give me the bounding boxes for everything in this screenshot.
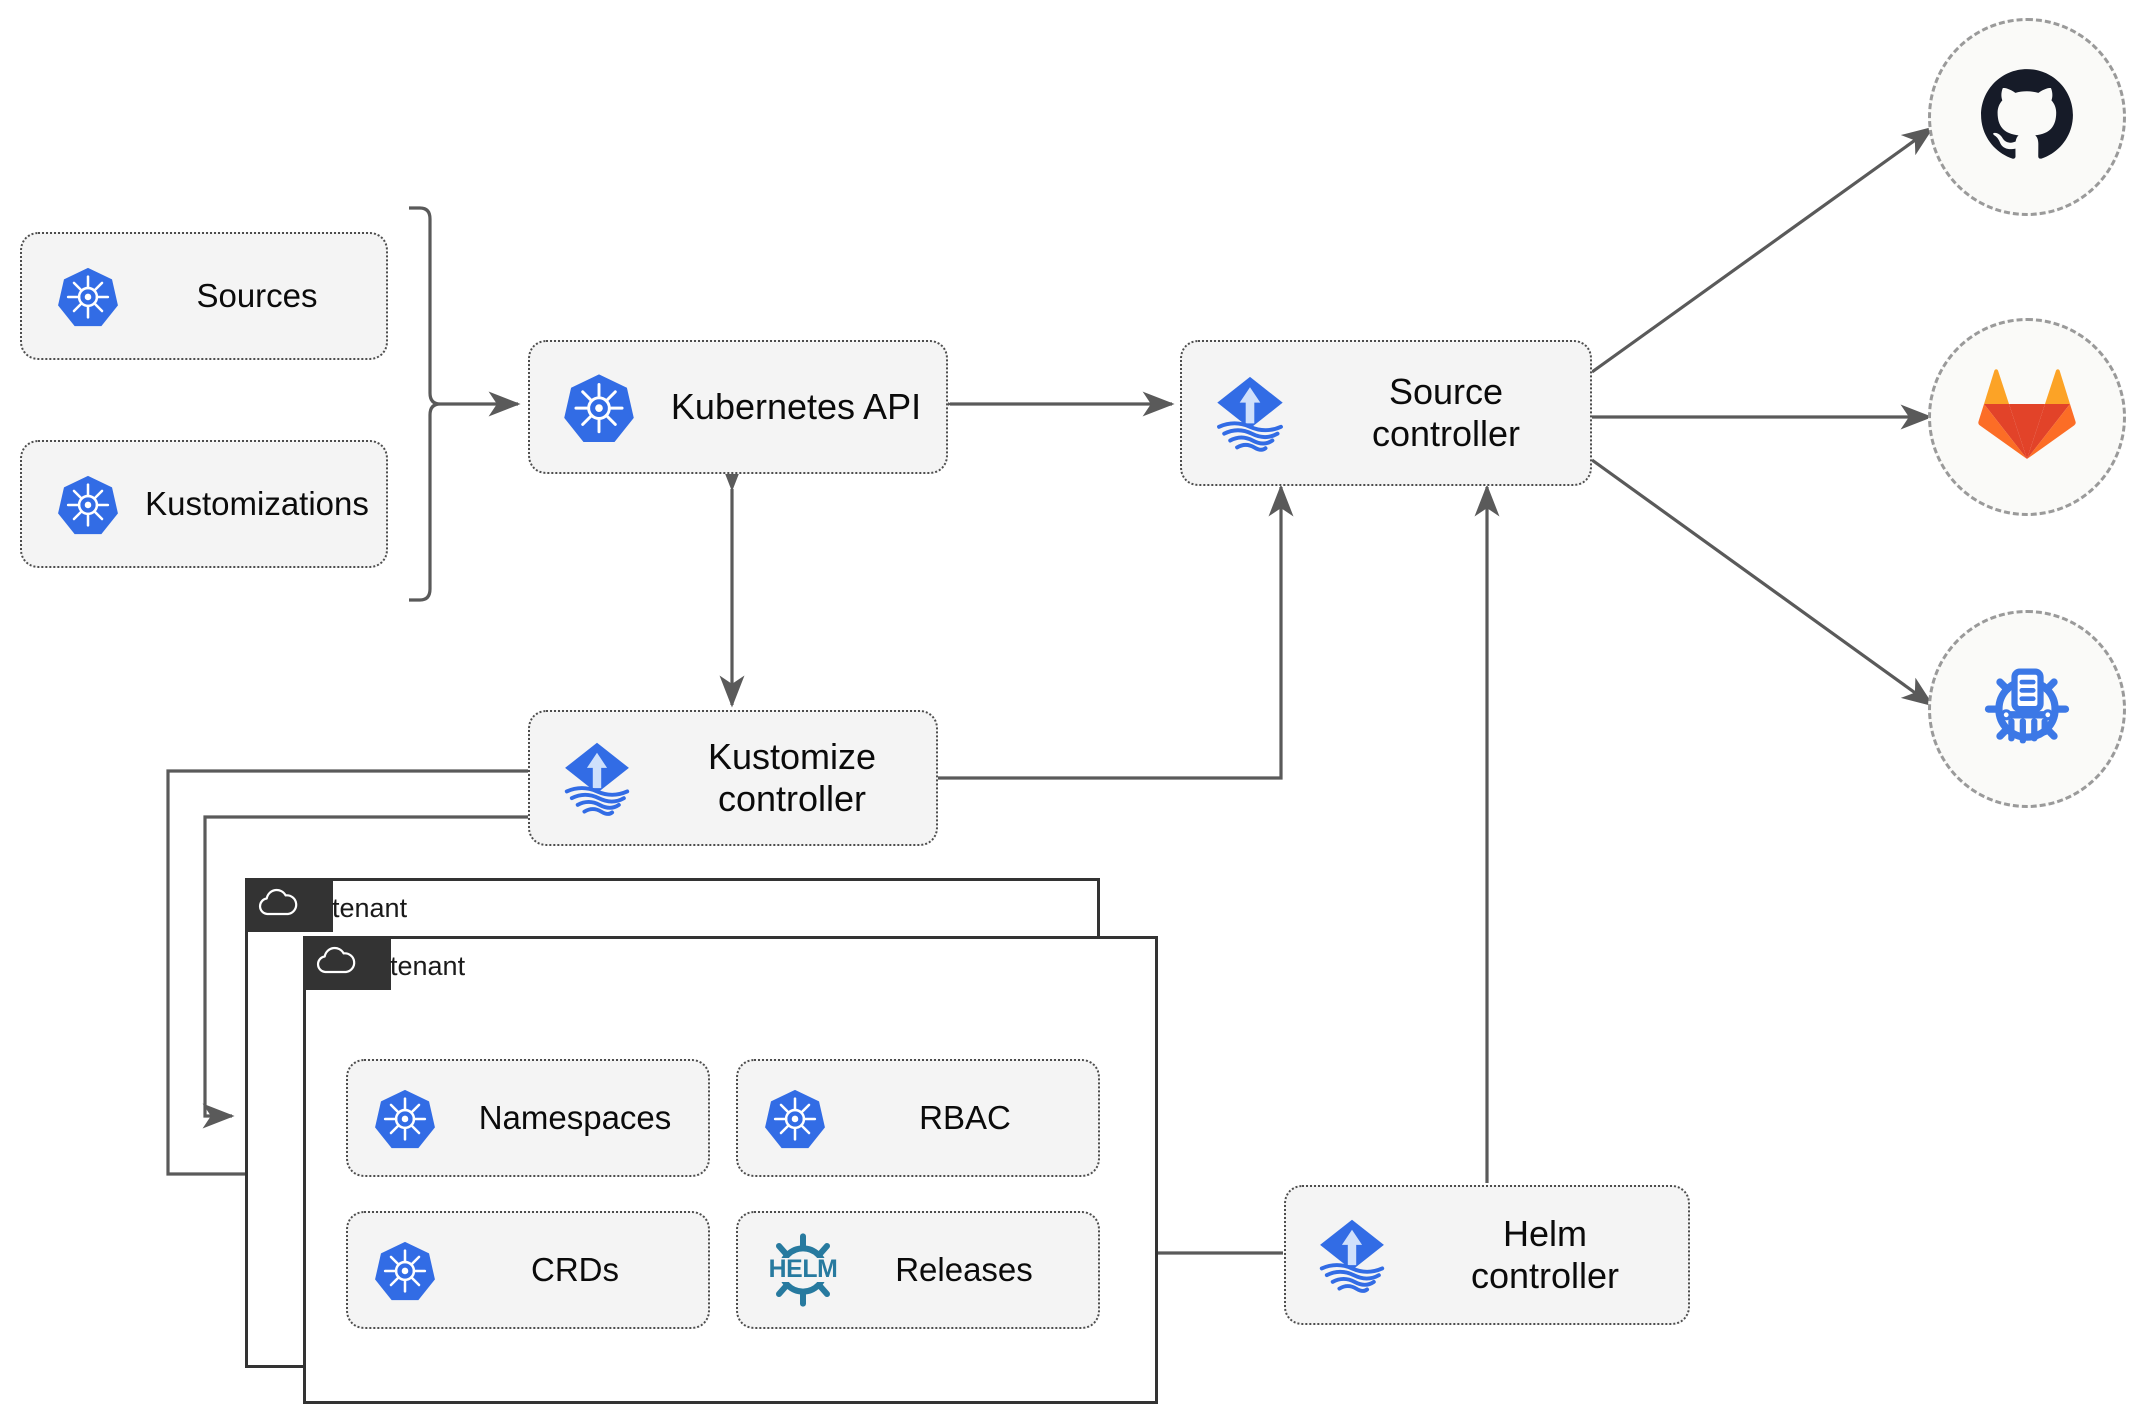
tenant-label: tenant [332,893,408,923]
cloud-icon [255,888,299,923]
cloud-icon [313,946,357,981]
endpoint-helm-repository[interactable] [1928,610,2126,808]
resource-label: RBAC [919,1098,1011,1136]
flux-icon [1294,1213,1410,1297]
tenant-box-2[interactable]: tenant [303,936,1158,1404]
node-kustomize-controller[interactable]: Kustomize controller [528,710,938,846]
helm-repository-icon [1975,655,2079,764]
node-label: Kubernetes API [670,385,922,427]
tenant-label: tenant [390,951,466,981]
node-kubernetes-api[interactable]: Kubernetes API [528,340,948,474]
node-label: Kustomize controller [707,735,877,819]
resource-rbac[interactable]: RBAC [736,1059,1100,1177]
kubernetes-icon [750,1087,840,1149]
kubernetes-icon [40,265,136,327]
kubernetes-icon [544,371,654,443]
node-source-controller[interactable]: Source controller [1180,340,1592,486]
svg-text:HELM: HELM [769,1256,838,1283]
tenant-tab [245,878,333,932]
flux-icon [1190,370,1310,456]
node-label: Kustomizations [145,484,369,522]
github-icon [1978,66,2076,169]
kubernetes-icon [360,1087,450,1149]
endpoint-github[interactable] [1928,18,2126,216]
resource-namespaces[interactable]: Namespaces [346,1059,710,1177]
resource-releases[interactable]: HELM Releases [736,1211,1100,1329]
resource-crds[interactable]: CRDs [346,1211,710,1329]
resource-label: Releases [895,1250,1033,1288]
node-label: Source controller [1371,370,1521,454]
tenant-tab [303,936,391,990]
resource-label: Namespaces [478,1098,672,1136]
node-sources[interactable]: Sources [20,232,388,360]
node-helm-controller[interactable]: Helm controller [1284,1185,1690,1325]
node-kustomizations[interactable]: Kustomizations [20,440,388,568]
node-label: Helm controller [1470,1212,1620,1296]
resource-label: CRDs [531,1250,619,1288]
node-label: Sources [196,276,318,314]
kubernetes-icon [40,473,136,535]
helm-icon: HELM [748,1231,858,1309]
flux-icon [538,736,656,820]
gitlab-icon [1977,367,2077,468]
endpoint-gitlab[interactable] [1928,318,2126,516]
kubernetes-icon [360,1239,450,1301]
